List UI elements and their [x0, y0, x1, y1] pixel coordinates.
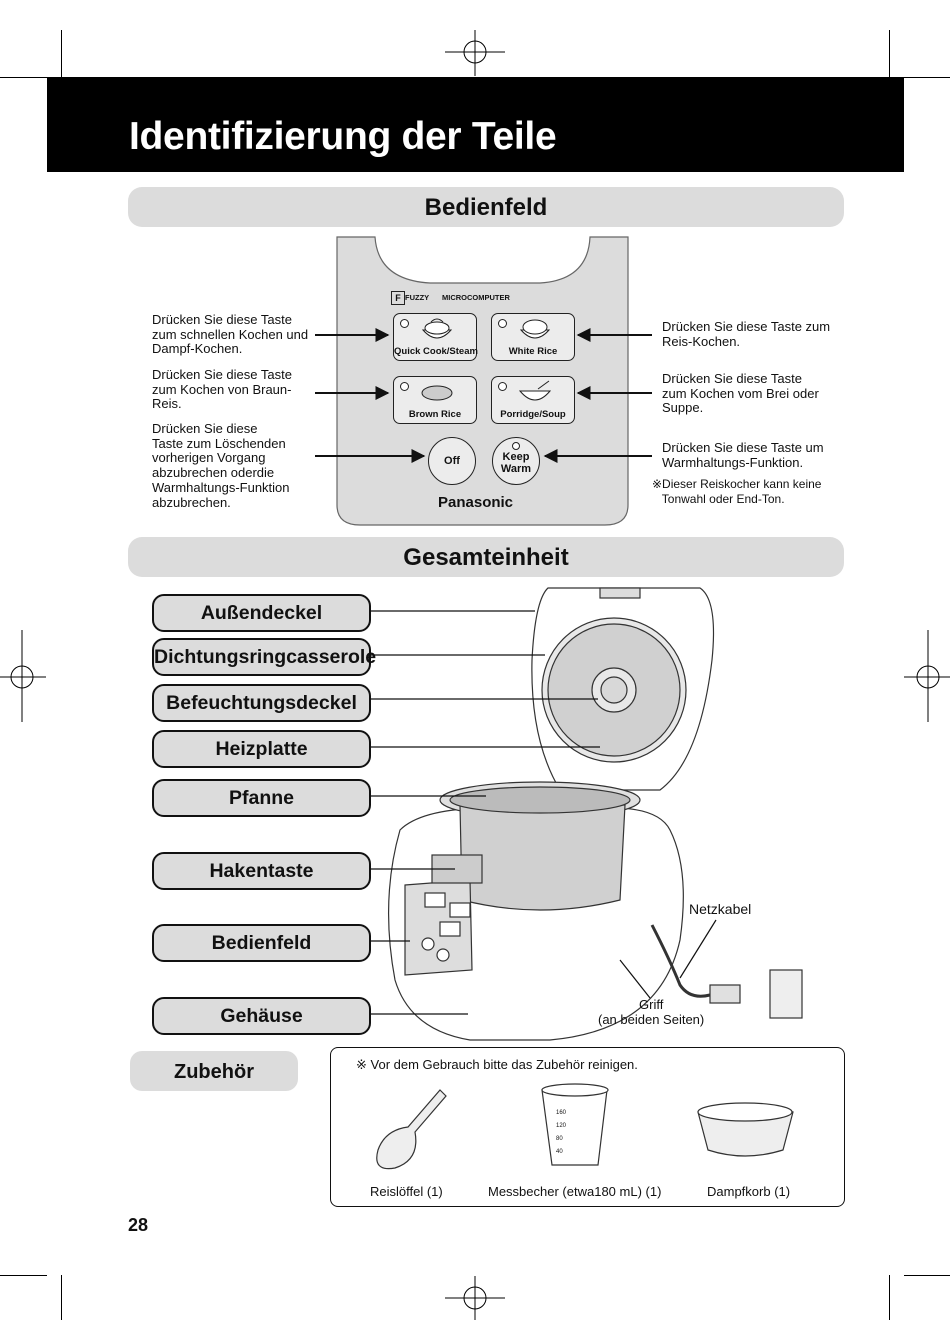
desc-note: ※Dieser Reiskocher kann keine Tonwahl od… — [652, 477, 822, 506]
griff-label: Griff — [639, 997, 664, 1012]
led-indicator — [498, 382, 507, 391]
off-button[interactable]: Off — [428, 437, 476, 485]
brown-rice-label: Brown Rice — [408, 409, 462, 420]
fuzzy-label: FUZZY — [405, 293, 430, 302]
page-number: 28 — [128, 1215, 149, 1235]
cup-mark: 120 — [556, 1123, 567, 1129]
brown-rice-icon — [421, 385, 453, 401]
accessory-label: Dampfkorb (1) — [707, 1184, 791, 1199]
part-label: Befeuchtungsdeckel — [152, 684, 371, 722]
part-label: Bedienfeld — [152, 924, 371, 962]
desc-quick-cook: Drücken Sie diese Taste zum schnellen Ko… — [152, 312, 309, 357]
title-banner: Identifizierung der Teile — [47, 77, 904, 172]
cup-mark: 80 — [556, 1136, 563, 1142]
soup-bowl-icon — [518, 380, 552, 401]
rice-bowl-icon — [519, 319, 551, 339]
desc-porridge: Drücken Sie diese Taste zum Kochen vom B… — [662, 371, 819, 416]
part-label: Heizplatte — [152, 730, 371, 768]
griff-sides-label: (an beiden Seiten) — [598, 1012, 705, 1027]
desc-brown-rice: Drücken Sie diese Taste zum Kochen von B… — [152, 367, 292, 412]
part-label: Gehäuse — [152, 997, 371, 1035]
keep-warm-button[interactable]: Keep Warm — [492, 437, 540, 485]
porridge-soup-label: Porridge/Soup — [500, 409, 566, 420]
quick-cook-label: Quick Cook/Steam — [394, 346, 478, 357]
section-title-gesamteinheit: Gesamteinheit — [128, 537, 844, 577]
accessory-label: Messbecher (etwa180 mL) (1) — [488, 1184, 662, 1199]
brown-rice-button[interactable]: Brown Rice — [393, 376, 477, 424]
desc-off: Drücken Sie diese Taste zum Löschenden v… — [152, 421, 290, 510]
cup-mark: 40 — [556, 1149, 563, 1155]
led-indicator — [400, 319, 409, 328]
white-rice-button[interactable]: White Rice — [491, 313, 575, 361]
page-title: Identifizierung der Teile — [129, 115, 557, 158]
accessories-title: Zubehör — [130, 1051, 298, 1091]
porridge-soup-button[interactable]: Porridge/Soup — [491, 376, 575, 424]
accessory-label: Reislöffel (1) — [370, 1184, 443, 1199]
panasonic-logo: Panasonic — [438, 494, 514, 511]
part-label: Außendeckel — [152, 594, 371, 632]
accessories-note: ※ Vor dem Gebrauch bitte das Zubehör rei… — [356, 1057, 638, 1072]
part-label: Hakentaste — [152, 852, 371, 890]
microcomputer-label: MICROCOMPUTER — [442, 293, 510, 302]
fuzzy-icon: F — [391, 291, 405, 305]
off-label: Off — [444, 455, 460, 467]
desc-white-rice: Drücken Sie diese Taste zum Reis-Kochen. — [662, 319, 831, 349]
led-indicator — [400, 382, 409, 391]
rice-bowl-icon — [421, 318, 453, 339]
warm-label: Warm — [500, 463, 532, 475]
netzkabel-label: Netzkabel — [689, 901, 752, 917]
section-title-bedienfeld: Bedienfeld — [128, 187, 844, 227]
keep-label: Keep — [502, 451, 530, 463]
led-indicator — [512, 442, 520, 450]
part-label: Dichtungsringcasserole — [152, 638, 376, 676]
cup-mark: 160 — [556, 1110, 567, 1116]
desc-keep-warm: Drücken Sie diese Taste um Warmhaltungs-… — [662, 440, 824, 470]
part-label: Pfanne — [152, 779, 371, 817]
accessories-box — [330, 1047, 845, 1207]
led-indicator — [498, 319, 507, 328]
quick-cook-button[interactable]: Quick Cook/Steam — [393, 313, 478, 361]
white-rice-label: White Rice — [508, 346, 558, 357]
